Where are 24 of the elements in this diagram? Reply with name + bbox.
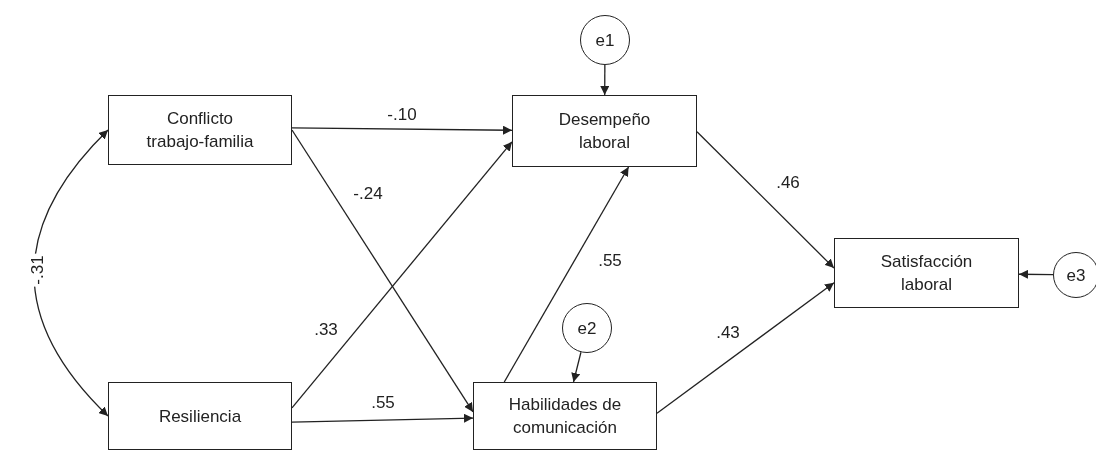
node-label: e1 <box>595 29 615 52</box>
arrow <box>571 351 582 383</box>
node-label: Resiliencia <box>158 405 242 428</box>
variable-box <box>108 382 292 450</box>
node-label: e2 <box>577 317 597 340</box>
node-label: Habilidades de comunicación <box>507 394 623 439</box>
arrow <box>656 282 835 414</box>
variable-box <box>108 95 292 165</box>
arrow <box>291 125 513 135</box>
variable-box <box>834 238 1019 308</box>
node-label: e3 <box>1066 264 1086 287</box>
arrow <box>600 64 610 96</box>
arrow <box>696 131 835 269</box>
arrow <box>33 129 109 417</box>
arrow <box>503 166 630 383</box>
arrow <box>291 129 474 413</box>
variable-box <box>473 382 657 450</box>
node-label: Desempeño laboral <box>557 109 652 154</box>
variable-box <box>512 95 697 167</box>
arrow <box>291 413 474 423</box>
node-label: Conflicto trabajo-familia <box>145 108 255 153</box>
arrow <box>291 141 513 409</box>
arrow <box>1018 269 1054 279</box>
node-label: Satisfacción laboral <box>879 251 974 296</box>
